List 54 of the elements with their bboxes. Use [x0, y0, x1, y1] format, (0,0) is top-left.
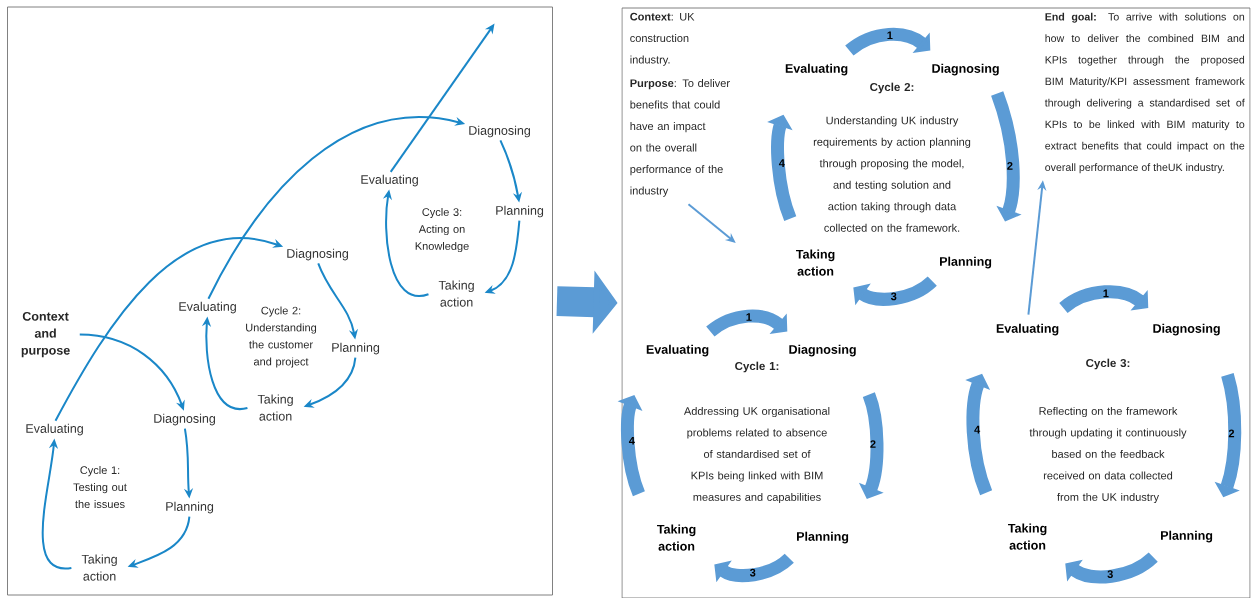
stage-label: Taking action [1008, 523, 1047, 550]
step-number: 1 [887, 31, 893, 40]
step-number: 4 [974, 425, 981, 434]
cycle-description: Cycle 2: Understanding the customer and project [246, 306, 317, 368]
stage-label: Evaluating [996, 323, 1059, 336]
block-arrow [1065, 552, 1158, 584]
cycle-description: Cycle 1: Testing out the issues [73, 465, 127, 509]
stage-label: Taking action [657, 524, 696, 551]
panel-frame [621, 7, 1251, 598]
stage-label: Planning [332, 342, 380, 355]
step-number: 3 [749, 568, 756, 577]
stage-label: Planning [940, 256, 992, 269]
stage-label: Evaluating [179, 301, 236, 314]
stage-label: Diagnosing [287, 248, 348, 261]
stage-label: Planning [1161, 530, 1213, 543]
stage-label: Evaluating [26, 423, 83, 436]
stage-label: Diagnosing [154, 413, 215, 426]
cycle-description: Reflecting on the framework through updating it continuously based on the feedback received on data collected from the UK industry [1029, 406, 1187, 504]
stage-label: Taking action [81, 554, 117, 581]
step-number: 4 [628, 436, 635, 445]
cycle-description: Cycle 3: Acting on Knowledge [415, 207, 469, 253]
block-arrow [845, 27, 931, 56]
block-arrow [991, 91, 1022, 222]
stage-label: Planning [166, 501, 214, 514]
stage-label: Planning [496, 205, 544, 218]
step-number: 1 [1103, 289, 1109, 298]
cycle-description: Understanding UK industry requirements by action planning through proposing the model, and testing solution and action taking through data collected on the framework. [813, 116, 971, 232]
step-number: 3 [1107, 570, 1113, 578]
stage-label: Diagnosing [789, 344, 856, 357]
stage-label: Taking action [796, 249, 835, 276]
step-number: 1 [746, 313, 752, 321]
step-number: 2 [870, 440, 876, 448]
step-number: 4 [778, 159, 785, 167]
stage-label: Evaluating [646, 344, 709, 357]
stage-label: Taking action [438, 280, 474, 307]
cycle-heading: Cycle 3: [1086, 358, 1130, 370]
step-number: 2 [1007, 162, 1013, 170]
stage-label: Planning [797, 531, 849, 544]
block-arrow [714, 553, 794, 583]
stage-label: Taking action [257, 394, 293, 421]
goal-text: End goal: To arrive with solutions on how to deliver the combined BIM and KPIs together through the proposed BIM Maturity/KPI assessment framework through delivering a standardised set of KPIs to be linked with BIM maturity to extract benefits that could impact on the overall performance of theUK industry. [1044, 12, 1245, 174]
stage-label: Evaluating [785, 63, 848, 76]
stage-label: Diagnosing [1153, 323, 1220, 336]
step-number: 2 [1228, 429, 1235, 438]
stage-label: Diagnosing [932, 63, 999, 76]
stage-label: Diagnosing [469, 125, 530, 138]
cycle-heading: Cycle 1: [735, 361, 779, 373]
context-text: Context: UK construction industry. Purpose: To deliver benefits that could have an impact on the overall performance of the industry [630, 12, 730, 197]
cycle-description: Addressing UK organisational problems related to absence of standardised set of KPIs being linked with BIM measures and capabilities [683, 406, 830, 504]
cycle-heading: Cycle 2: [870, 82, 914, 94]
stage-label: Context and purpose [21, 311, 70, 358]
step-number: 3 [890, 292, 897, 301]
stage-label: Evaluating [361, 174, 418, 187]
panel-frame [7, 6, 553, 596]
